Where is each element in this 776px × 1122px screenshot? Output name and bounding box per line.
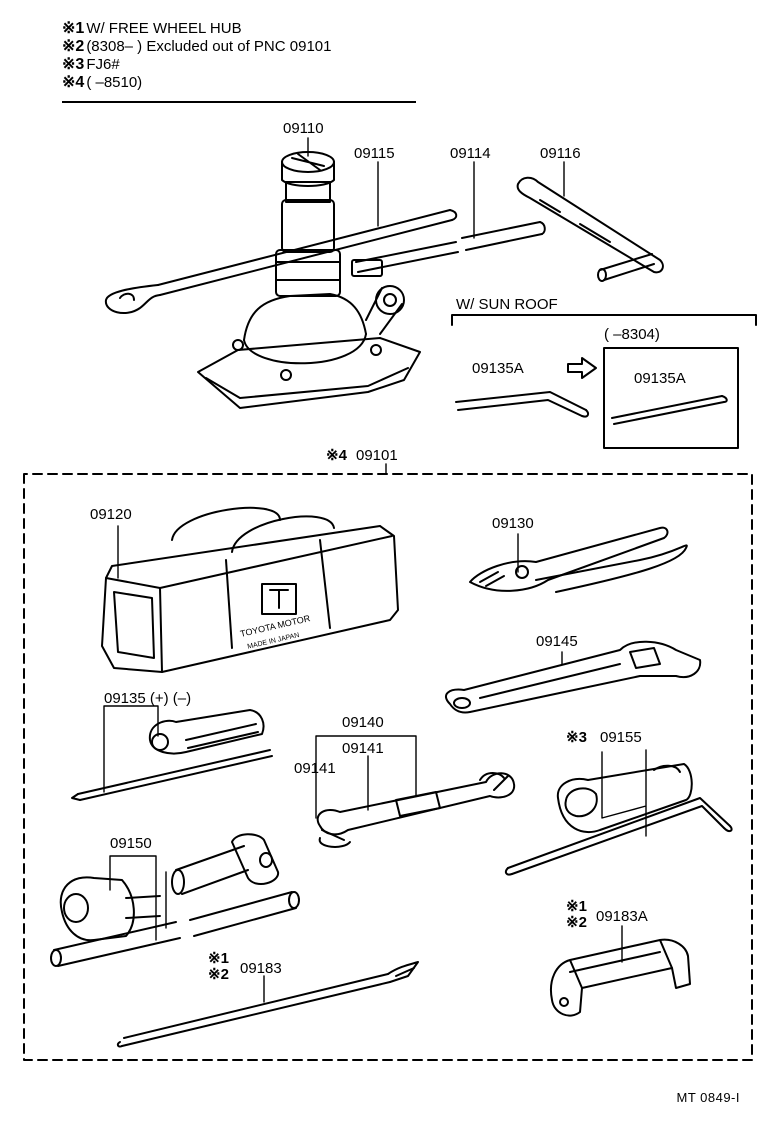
label-sun-roof: W/ SUN ROOF <box>456 296 558 313</box>
note-mark: ※ <box>62 56 76 73</box>
note-mark: ※ <box>62 74 76 91</box>
label-09110: 09110 <box>283 120 324 137</box>
open-end-wrench <box>316 772 516 848</box>
label-09135a-right: 09135A <box>634 370 686 387</box>
note-mark: ※ <box>62 20 76 37</box>
adjustable-wrench <box>445 640 702 714</box>
label-09101: 09101 <box>356 447 398 464</box>
arrow-right-icon <box>567 357 597 379</box>
label-09135a-left: 09135A <box>472 360 524 377</box>
sunroof-box <box>603 347 739 449</box>
label-09120: 09120 <box>90 506 132 523</box>
crank-handle <box>516 176 664 282</box>
note-2: ※2(8308– ) Excluded out of PNC 09101 <box>62 38 414 56</box>
screwdriver-straight <box>611 395 728 425</box>
note-mark: ※ <box>62 38 76 55</box>
label-09115: 09115 <box>354 145 395 162</box>
note-text: ( –8510) <box>86 74 143 91</box>
bag-brand-text: TOYOTA MOTOR <box>239 613 311 639</box>
note-4: ※4( –8510) <box>62 74 414 92</box>
label-09155: 09155 <box>600 729 642 746</box>
label-09155-mark: ※3 <box>566 729 587 746</box>
label-09183: 09183 <box>240 960 282 977</box>
label-09130: 09130 <box>492 515 534 532</box>
screwdriver <box>71 709 273 801</box>
label-09145: 09145 <box>536 633 578 650</box>
label-09114: 09114 <box>450 145 491 162</box>
screwdriver-bent <box>455 391 590 418</box>
label-09183a-mark-1: ※1 <box>566 898 587 915</box>
extension-bar <box>351 221 546 277</box>
legend-underline <box>62 101 416 103</box>
pliers <box>469 526 688 593</box>
note-number: 1 <box>75 20 85 37</box>
label-09183a-mark-2: ※2 <box>566 914 587 931</box>
tool-bag <box>101 506 399 673</box>
wheel-cap-remover <box>116 961 419 1048</box>
note-text: FJ6# <box>86 56 120 73</box>
label-range-8304: ( –8304) <box>604 326 660 343</box>
jack <box>197 151 421 409</box>
note-text: (8308– ) Excluded out of PNC 09101 <box>86 38 332 55</box>
hub-nut-wrench <box>550 938 691 1017</box>
drawing-code: MT 0849-I <box>676 1090 740 1105</box>
label-09141-upper: 09141 <box>342 740 384 757</box>
wheel-nut-wrench <box>50 833 300 967</box>
label-09135: 09135 (+) (–) <box>104 690 192 707</box>
label-09141-lower: 09141 <box>294 760 336 777</box>
plug-wrench <box>504 763 733 876</box>
label-09183a: 09183A <box>596 908 648 925</box>
label-09183-mark-1: ※1 <box>208 950 229 967</box>
note-number: 3 <box>75 56 85 73</box>
sunroof-bracket <box>451 314 757 326</box>
label-09150: 09150 <box>110 835 152 852</box>
note-number: 4 <box>75 74 85 91</box>
leader-lines <box>103 137 647 1003</box>
label-09140: 09140 <box>342 714 384 731</box>
note-number: 2 <box>75 38 85 55</box>
kit-box-border <box>23 473 753 1061</box>
label-09116: 09116 <box>540 145 581 162</box>
label-kit-mark: ※4 <box>326 447 347 464</box>
jack-handle <box>104 209 458 315</box>
note-text: W/ FREE WHEEL HUB <box>86 20 242 37</box>
label-09183-mark-2: ※2 <box>208 966 229 983</box>
